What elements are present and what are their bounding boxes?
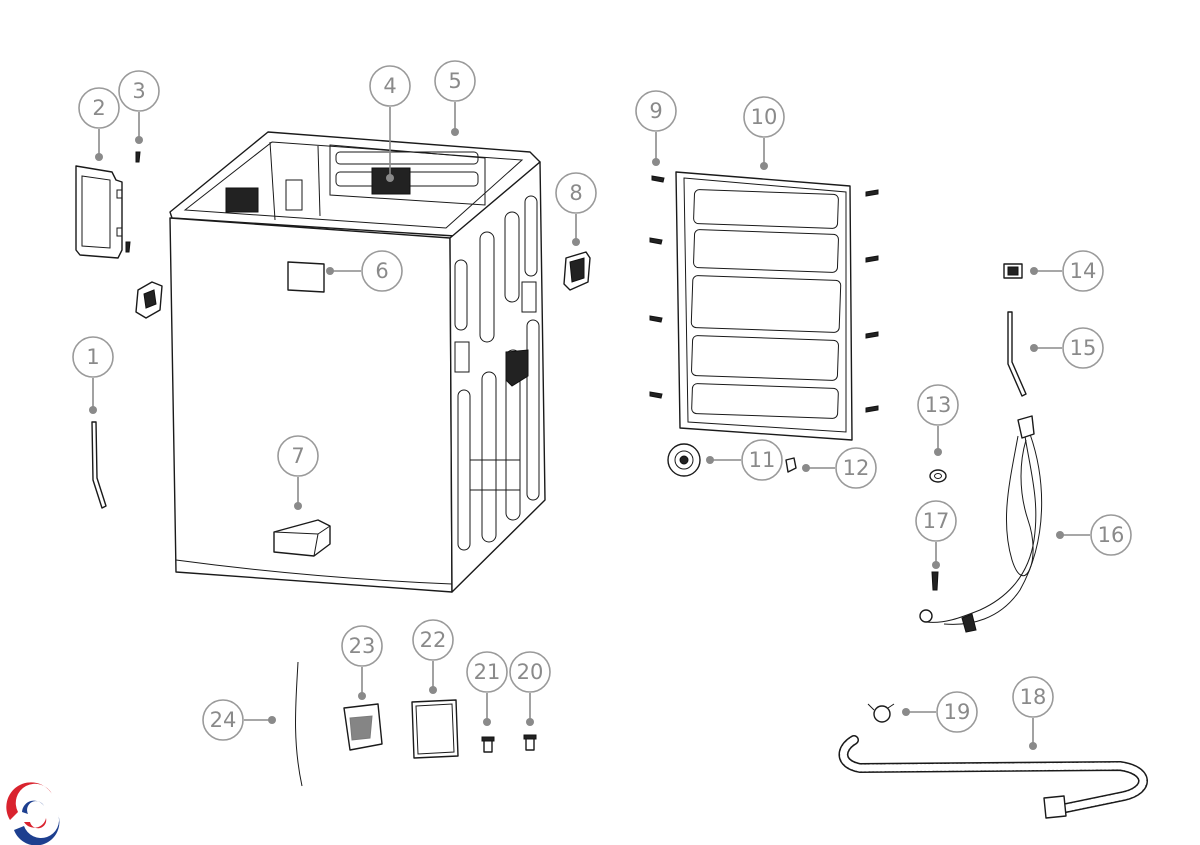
part-14-connector [1003, 263, 1023, 279]
callout-1: 1 [72, 336, 114, 378]
svg-text:16: 16 [1098, 523, 1125, 547]
svg-text:18: 18 [1020, 685, 1047, 709]
part-18-drain-hose [838, 735, 1148, 819]
part-15-cable-tie [1007, 311, 1027, 397]
callout-23: 23 [341, 625, 383, 667]
callout-17: 17 [915, 500, 957, 542]
svg-text:14: 14 [1070, 259, 1097, 283]
callout-2: 2 [78, 87, 120, 129]
svg-text:13: 13 [925, 393, 952, 417]
callout-10: 10 [743, 96, 785, 138]
part-22-manual [411, 699, 459, 759]
brand-logo [4, 782, 60, 845]
svg-text:9: 9 [649, 99, 662, 123]
callout-18: 18 [1012, 676, 1054, 718]
part-10-rear-panel [675, 171, 853, 441]
callout-24: 24 [202, 699, 244, 741]
cabinet-body [169, 131, 546, 593]
callout-14: 14 [1062, 250, 1104, 292]
callout-22: 22 [412, 619, 454, 661]
part-3-screws [125, 151, 141, 253]
part-21-screw [481, 736, 495, 753]
svg-text:20: 20 [517, 660, 544, 684]
part-19-hose-clamp [867, 703, 895, 723]
callout-15: 15 [1062, 327, 1104, 369]
part-clip-left [135, 281, 163, 319]
part-12-small-clip [785, 457, 797, 473]
part-20-screw [523, 734, 537, 751]
svg-text:4: 4 [383, 74, 396, 98]
part-13-washer [929, 469, 947, 483]
svg-text:10: 10 [751, 105, 778, 129]
callout-21: 21 [466, 651, 508, 693]
part-16-power-cord [919, 415, 1043, 633]
part-8-clip [563, 251, 591, 291]
callout-4: 4 [369, 65, 411, 107]
callout-16: 16 [1090, 514, 1132, 556]
svg-text:21: 21 [474, 660, 501, 684]
svg-text:17: 17 [923, 509, 950, 533]
svg-text:19: 19 [944, 700, 971, 724]
callout-13: 13 [917, 384, 959, 426]
svg-text:1: 1 [86, 345, 99, 369]
callout-12: 12 [835, 447, 877, 489]
svg-text:12: 12 [843, 456, 870, 480]
svg-text:11: 11 [749, 448, 776, 472]
svg-text:15: 15 [1070, 336, 1097, 360]
callout-11: 11 [741, 439, 783, 481]
part-2-panel-bracket [75, 165, 123, 259]
svg-text:8: 8 [569, 181, 582, 205]
svg-text:3: 3 [132, 79, 145, 103]
callouts: 1 2 3 4 5 6 7 8 9 10 11 12 13 14 15 16 1… [72, 60, 1132, 741]
part-23-parts-bag [343, 703, 383, 751]
callout-9: 9 [635, 90, 677, 132]
part-24-cable [295, 661, 303, 787]
svg-text:22: 22 [420, 628, 447, 652]
part-11-inlet-valve [667, 443, 701, 477]
callout-3: 3 [118, 70, 160, 112]
svg-text:2: 2 [92, 96, 105, 120]
callout-8: 8 [555, 172, 597, 214]
callout-19: 19 [936, 691, 978, 733]
svg-text:5: 5 [448, 69, 461, 93]
callout-5: 5 [434, 60, 476, 102]
svg-text:24: 24 [210, 708, 237, 732]
callout-20: 20 [509, 651, 551, 693]
part-6-sticker [287, 261, 325, 293]
svg-text:23: 23 [349, 634, 376, 658]
svg-text:7: 7 [291, 444, 304, 468]
part-9-screws [649, 175, 879, 413]
part-17-screw [931, 571, 939, 591]
leader-lines [89, 102, 1090, 750]
part-1-cable-tie [91, 421, 107, 509]
callout-7: 7 [277, 435, 319, 477]
part-7-foam-block [273, 519, 331, 557]
svg-text:6: 6 [375, 259, 388, 283]
callout-6: 6 [361, 250, 403, 292]
